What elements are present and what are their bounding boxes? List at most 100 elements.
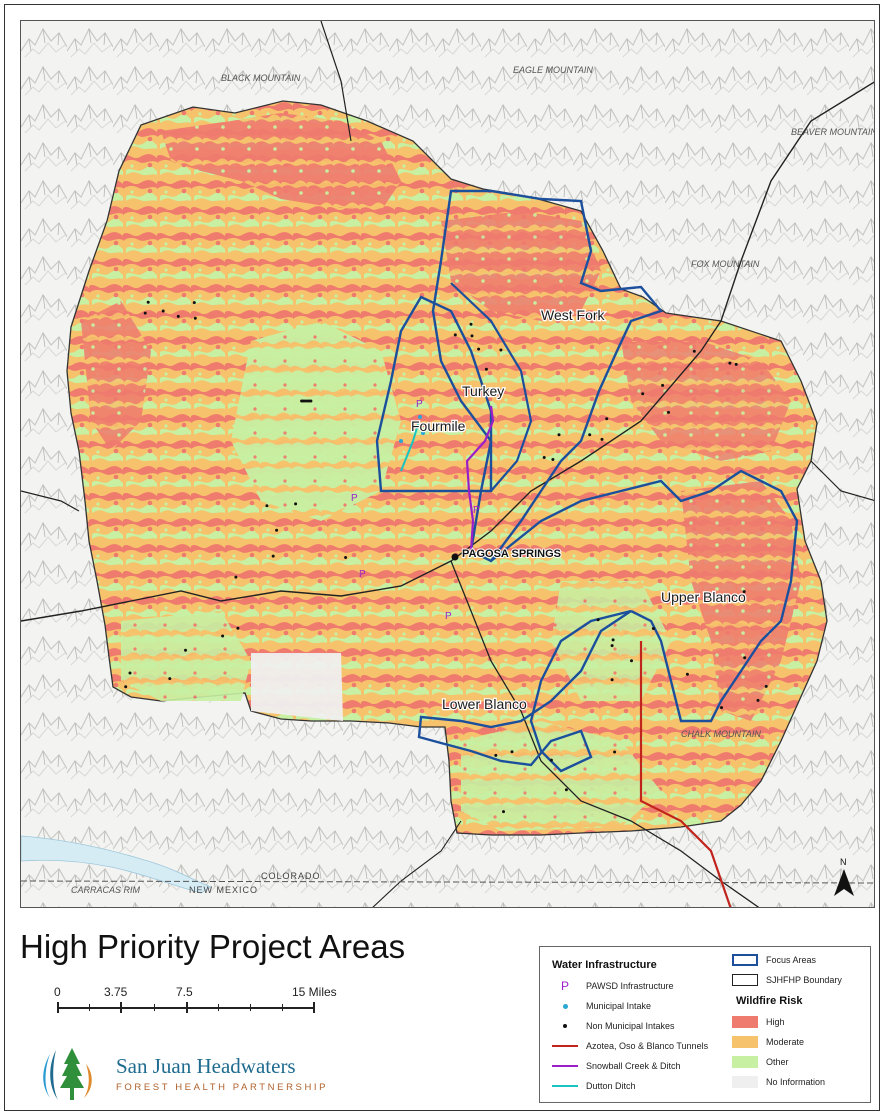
pawsd-infrastructure-marker[interactable]: P <box>351 493 358 504</box>
map-canvas[interactable]: P P P P P EAGLE MOUNTAIN BLACK MOUNTAIN … <box>21 21 875 908</box>
non-municipal-intake-marker[interactable] <box>484 367 488 371</box>
non-municipal-intake-marker[interactable] <box>344 556 348 559</box>
pawsd-infrastructure-marker[interactable]: P <box>416 399 423 410</box>
non-municipal-intake-marker[interactable] <box>549 758 553 762</box>
scale-label: 15 Miles <box>292 985 337 999</box>
non-municipal-intake-marker[interactable] <box>275 528 279 532</box>
non-municipal-intake-marker[interactable] <box>734 362 738 366</box>
non-municipal-intake-marker[interactable] <box>271 554 275 558</box>
non-municipal-intake-marker[interactable] <box>720 706 723 710</box>
non-municipal-intake-marker[interactable] <box>742 590 746 594</box>
highway <box>810 460 874 502</box>
focus-area-label: Upper Blanco <box>661 589 746 605</box>
pawsd-infrastructure-marker[interactable]: P <box>445 611 452 622</box>
non-municipal-intake-marker[interactable] <box>470 334 474 338</box>
non-municipal-intake-marker[interactable] <box>596 618 600 622</box>
non-municipal-intake-marker[interactable] <box>309 399 313 403</box>
non-municipal-intake-marker[interactable] <box>588 433 592 437</box>
non-municipal-intake-marker[interactable] <box>502 810 505 814</box>
non-municipal-intake-marker[interactable] <box>651 627 655 630</box>
map-panel[interactable]: P P P P P EAGLE MOUNTAIN BLACK MOUNTAIN … <box>20 20 875 908</box>
pawsd-infrastructure-marker[interactable]: P <box>359 569 366 580</box>
municipal-intake-marker[interactable] <box>418 415 422 419</box>
non-municipal-intake-marker[interactable] <box>685 672 689 676</box>
non-municipal-intake-marker[interactable] <box>193 316 197 320</box>
logo-name: San Juan Headwaters <box>116 1054 296 1078</box>
focus-area-west-fork[interactable] <box>431 189 664 563</box>
no-information-swatch-icon <box>732 1076 758 1088</box>
legend-label: Azotea, Oso & Blanco Tunnels <box>586 1041 709 1051</box>
non-municipal-intake-marker[interactable] <box>667 410 670 414</box>
legend-label: Dutton Ditch <box>586 1081 636 1091</box>
non-municipal-intake-marker[interactable] <box>124 685 128 689</box>
non-municipal-intake-marker[interactable] <box>743 656 747 660</box>
legend-label: Non Municipal Intakes <box>586 1021 675 1031</box>
non-municipal-intake-marker[interactable] <box>128 671 132 675</box>
non-municipal-intake-marker[interactable] <box>605 417 609 421</box>
non-municipal-intake-marker[interactable] <box>234 575 238 579</box>
non-municipal-intake-marker[interactable] <box>168 677 172 681</box>
legend-item-pawsd: P PAWSD Infrastructure <box>550 979 674 993</box>
non-municipal-intake-marker[interactable] <box>469 322 473 326</box>
non-municipal-intake-marker[interactable] <box>161 309 165 313</box>
non-municipal-intake-marker[interactable] <box>764 684 768 688</box>
highway <box>21 490 80 512</box>
non-municipal-intake-marker[interactable] <box>613 750 617 754</box>
non-municipal-intake-marker[interactable] <box>176 314 180 318</box>
non-municipal-intake-marker[interactable] <box>236 626 240 630</box>
non-municipal-intake-marker[interactable] <box>641 392 645 396</box>
focus-area-upper-blanco[interactable] <box>490 469 799 723</box>
legend-item-snowball: Snowball Creek & Ditch <box>550 1059 681 1073</box>
non-municipal-intake-marker[interactable] <box>610 644 614 648</box>
non-municipal-intake-marker[interactable] <box>510 750 514 754</box>
non-municipal-intake-marker[interactable] <box>728 361 732 365</box>
non-municipal-intake-marker[interactable] <box>564 788 568 792</box>
non-municipal-intake-marker[interactable] <box>294 502 298 506</box>
non-municipal-intake-marker[interactable] <box>303 399 307 403</box>
non-municipal-intake-marker[interactable] <box>300 399 304 403</box>
non-municipal-intake-marker[interactable] <box>756 698 760 702</box>
highway <box>372 820 462 907</box>
highway <box>320 21 352 142</box>
non-municipal-intake-marker[interactable] <box>477 347 481 351</box>
terrain-label: CARRACAS RIM <box>71 885 141 895</box>
focus-area-label: Lower Blanco <box>442 696 527 712</box>
non-municipal-intake-marker[interactable] <box>610 678 614 682</box>
focus-area-turkey[interactable] <box>450 282 533 492</box>
non-municipal-intake-marker[interactable] <box>499 348 503 352</box>
dutton-line-icon <box>552 1085 578 1087</box>
non-municipal-intake-marker[interactable] <box>146 300 150 304</box>
municipal-intake-marker[interactable] <box>421 431 425 435</box>
non-municipal-intake-marker[interactable] <box>661 383 665 387</box>
terrain-label: BLACK MOUNTAIN <box>221 73 301 83</box>
non-municipal-intake-marker[interactable] <box>551 458 555 461</box>
town-marker[interactable] <box>451 553 459 561</box>
legend-water-title: Water Infrastructure <box>552 959 657 971</box>
non-municipal-intake-marker[interactable] <box>305 399 309 403</box>
non-municipal-intake-marker[interactable] <box>611 638 615 642</box>
tunnel-line-icon <box>552 1045 578 1047</box>
non-municipal-intake-marker[interactable] <box>600 437 604 441</box>
legend-item-focus-areas: Focus Areas <box>730 953 816 967</box>
scale-tick <box>250 1004 251 1011</box>
non-municipal-intake-marker[interactable] <box>494 753 498 757</box>
non-municipal-intake-marker[interactable] <box>265 504 269 508</box>
north-label: N <box>840 857 847 867</box>
non-municipal-intake-marker[interactable] <box>184 648 187 652</box>
non-municipal-intake-marker[interactable] <box>453 333 457 337</box>
non-municipal-intake-marker[interactable] <box>630 659 633 663</box>
legend-label: Municipal Intake <box>586 1001 652 1011</box>
pawsd-infrastructure-marker[interactable]: P <box>473 505 480 516</box>
focus-area-fourmile[interactable] <box>375 295 493 493</box>
focus-area-lower-blanco[interactable] <box>417 609 632 773</box>
legend-label: Moderate <box>766 1037 805 1047</box>
non-municipal-intake-marker[interactable] <box>192 301 196 305</box>
non-municipal-intake-marker[interactable] <box>557 433 561 437</box>
municipal-intake-marker[interactable] <box>399 439 403 443</box>
non-municipal-intake-marker[interactable] <box>143 311 147 315</box>
non-municipal-intake-marker[interactable] <box>542 456 546 459</box>
non-municipal-intake-marker[interactable] <box>692 349 696 353</box>
pawsd-symbol-icon: P <box>560 979 569 993</box>
non-municipal-intake-marker[interactable] <box>221 634 225 638</box>
highway <box>21 81 874 622</box>
